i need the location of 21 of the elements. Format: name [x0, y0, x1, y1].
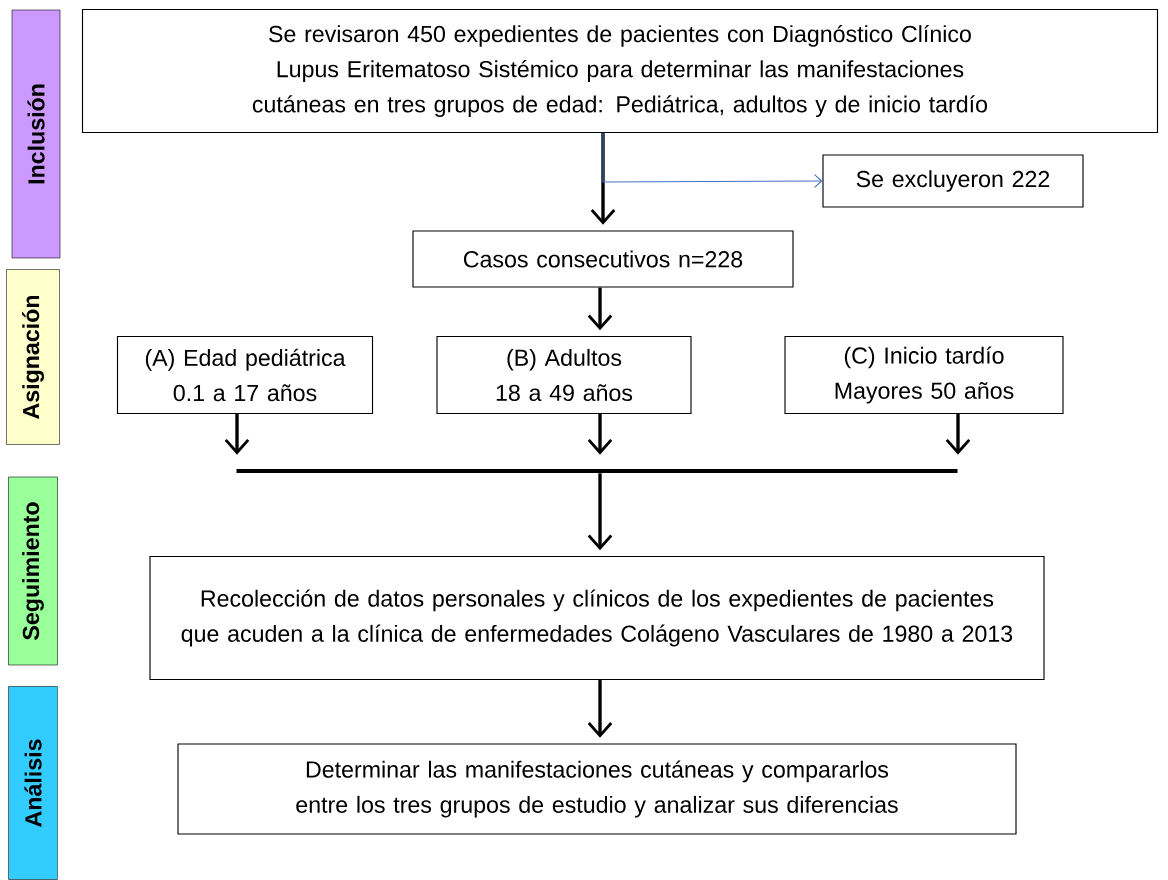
phase-band: Inclusión	[11, 9, 61, 259]
arrow	[587, 414, 613, 455]
arrow	[587, 473, 613, 551]
arrow	[590, 133, 616, 225]
phase-band: Análisis	[8, 686, 58, 880]
process-box: Determinar las manifestaciones cutáneas y compararlos entre los tres grupos de estudio y analizar sus diferencias	[177, 743, 1017, 835]
process-box: (B) Adultos 18 a 49 años	[436, 335, 692, 415]
process-box: Recolección de datos personales y clínicos de los expedientes de pacientes que acuden a la clínica de enfermedades Colágeno Vasculares de 1980 a 2013	[149, 555, 1045, 681]
process-box: (C) Inicio tardío Mayores 50 años	[784, 335, 1064, 415]
process-box: Se excluyeron 222	[822, 154, 1084, 208]
arrow	[587, 680, 613, 738]
arrow	[945, 414, 971, 455]
arrow	[587, 287, 613, 331]
phase-band: Seguimiento	[8, 476, 58, 666]
phase-band: Asignación	[6, 269, 60, 445]
process-box: Casos consecutivos n=228	[412, 230, 794, 288]
process-box: Se revisaron 450 expedientes de pacientes con Diagnóstico Clínico Lupus Eritematoso Sistémico para determinar las manifestaciones cutáneas en tres grupos de edad: Pediátrica, adultos y de inicio tardío	[81, 8, 1159, 134]
arrow	[602, 132, 823, 188]
process-box: (A) Edad pediátrica 0.1 a 17 años	[116, 335, 374, 415]
arrow	[224, 414, 250, 455]
junction-bar	[236, 469, 958, 473]
